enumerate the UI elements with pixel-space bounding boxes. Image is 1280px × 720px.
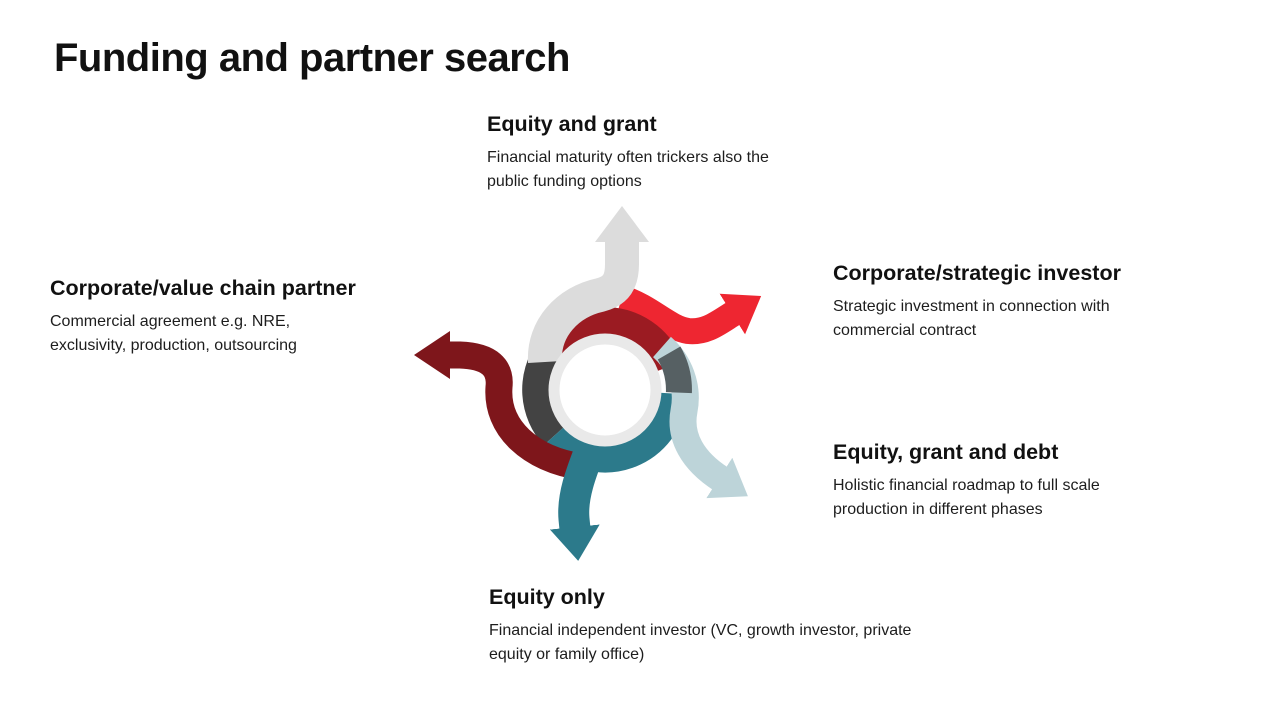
item-description: Financial independent investor (VC, grow… — [489, 622, 912, 663]
item-heading: Equity only — [489, 585, 605, 609]
radial-arrows-diagram — [414, 206, 762, 561]
label-block-equity-grant: Equity and grant Financial maturity ofte… — [487, 112, 787, 193]
item-description: Holistic financial roadmap to full scale… — [833, 477, 1100, 518]
item-description: Financial maturity often trickers also t… — [487, 149, 769, 190]
ring-segment-notch — [657, 346, 692, 394]
label-block-equity-only: Equity only Financial independent invest… — [489, 585, 919, 666]
item-heading: Equity, grant and debt — [833, 440, 1059, 464]
item-description: Strategic investment in connection with … — [833, 298, 1110, 339]
item-heading: Corporate/strategic investor — [833, 261, 1121, 285]
item-heading: Equity and grant — [487, 112, 657, 136]
item-heading: Corporate/value chain partner — [50, 276, 356, 300]
ring-segment-teal — [543, 392, 688, 473]
item-description: Commercial agreement e.g. NRE, exclusivi… — [50, 313, 297, 354]
arrow-equity-only — [549, 436, 608, 561]
label-block-equity-grant-and-debt: Equity, grant and debt Holistic financia… — [833, 440, 1168, 521]
page-title: Funding and partner search — [54, 36, 570, 80]
arrow-corporate-strategic-investor — [617, 285, 762, 345]
label-block-corporate-strategic-investor: Corporate/strategic investor Strategic i… — [833, 261, 1168, 342]
arrow-corporate-value-chain-partner — [414, 331, 585, 481]
arrow-equity-and-grant — [527, 206, 649, 363]
hub-circle — [548, 333, 662, 447]
label-block-corporate-value-chain-partner: Corporate/value chain partner Commercial… — [50, 276, 356, 357]
